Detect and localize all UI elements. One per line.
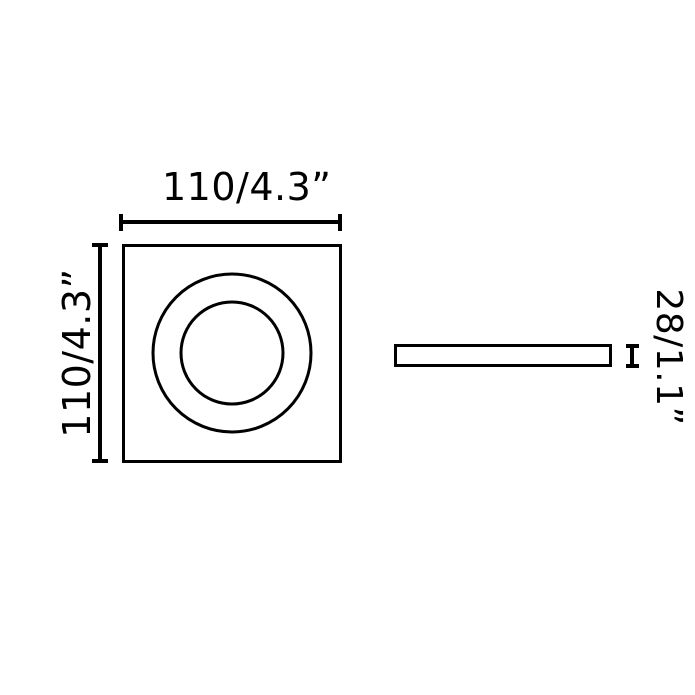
width-label: 110/4.3”	[162, 165, 332, 209]
thickness-dimension-line	[626, 344, 639, 368]
width-dimension-line	[119, 214, 342, 231]
height-dimension-line	[92, 243, 108, 463]
outer-ring-circle	[151, 272, 313, 434]
thickness-label: 28/1.1”	[648, 288, 689, 426]
height-label: 110/4.3”	[55, 268, 99, 438]
side-view-rectangle	[394, 344, 612, 367]
inner-ring-circle	[179, 300, 285, 406]
front-view-square	[122, 244, 342, 463]
